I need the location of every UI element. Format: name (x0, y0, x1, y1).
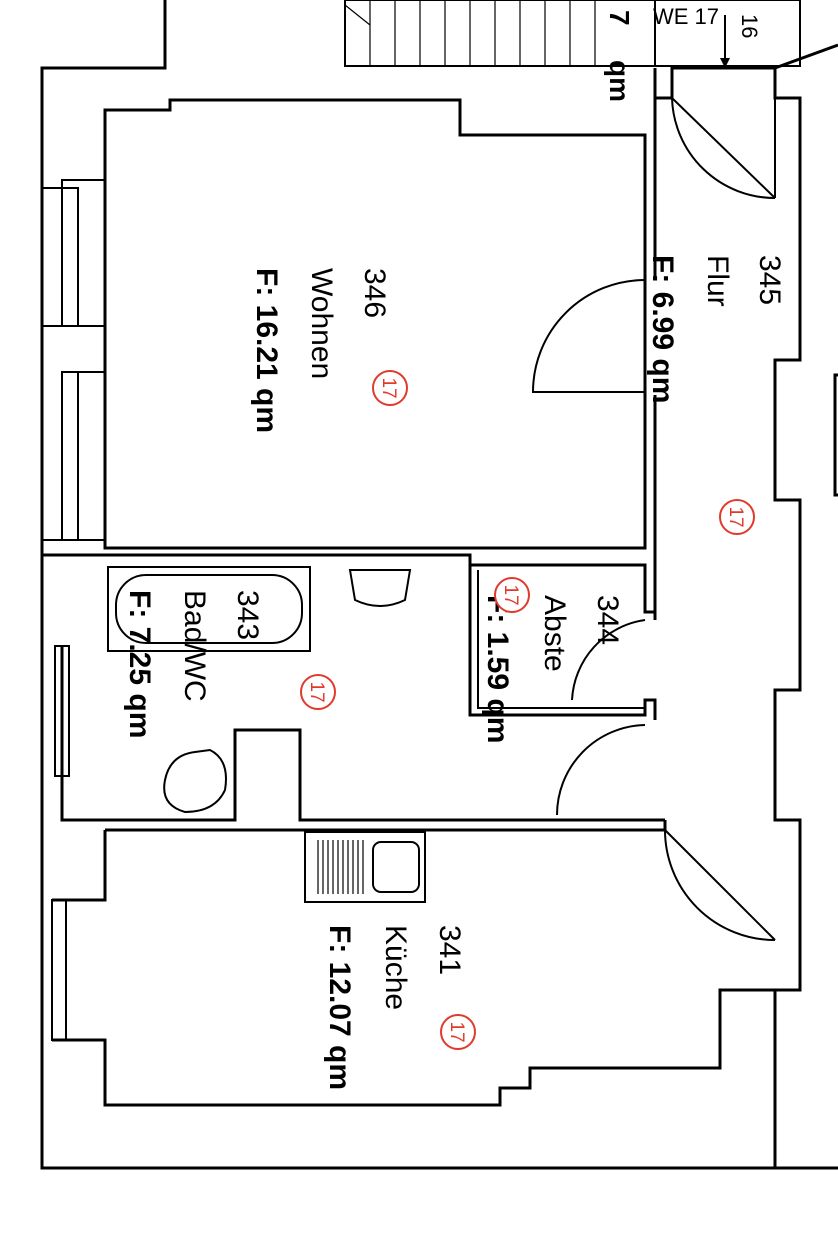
window-wohnen-2 (61, 371, 79, 541)
room-bad-label: 343 Bad/WC F: 7.25 qm 17 (123, 590, 336, 738)
wall-segment-b (42, 325, 106, 373)
badge-number: 17 (446, 1021, 467, 1042)
bad-south-wall (60, 646, 665, 822)
room-wohnen-label: 346 Wohnen F: 16.21 qm 17 (250, 268, 408, 433)
badge-circle (494, 577, 530, 613)
badge-number: 17 (500, 584, 521, 605)
kueche-west-wall (52, 830, 107, 902)
washbasin-bowl (348, 569, 412, 607)
door-wohnen-swing (531, 279, 646, 393)
unit-label: WE 17 (653, 4, 719, 29)
bad-walls (42, 553, 472, 565)
room-name: Küche (379, 925, 412, 1010)
toilet (163, 748, 227, 814)
wall-segment-a (42, 179, 105, 189)
badge-number: 17 (378, 377, 399, 398)
sink-bowl (372, 841, 420, 893)
badge-circle (300, 674, 336, 710)
room-name: Abste (538, 595, 571, 672)
room-number: 344 (591, 595, 624, 645)
room-area: F: 1.59 qm (481, 595, 514, 743)
partial-area: 7 (604, 10, 635, 26)
room-abstell-label: 344 Abste F: 1.59 qm 17 (481, 577, 624, 743)
window-wohnen-1 (61, 187, 79, 327)
stair-arrowhead (720, 58, 730, 68)
wohnen-walls (103, 98, 647, 550)
abstell-top-wall (470, 563, 655, 614)
door-entry-leaf (671, 97, 776, 199)
room-name: Flur (701, 255, 734, 307)
door-entry-swing (671, 97, 776, 199)
room-flur-label: 345 Flur F: 6.99 qm 17 (646, 255, 786, 535)
room-area: F: 6.99 qm (646, 255, 679, 403)
stair-diagonal (344, 4, 371, 26)
room-area: F: 7.25 qm (123, 590, 156, 738)
room-name: Bad/WC (178, 590, 211, 702)
staircase (344, 0, 801, 68)
west-windows (42, 179, 106, 1041)
room-number: 346 (358, 268, 391, 318)
room-kueche-label: 341 Küche F: 12.07 qm 17 (323, 925, 476, 1090)
room-number: 341 (433, 925, 466, 975)
kitchen-sink (304, 831, 426, 903)
badge-circle (440, 1014, 476, 1050)
bathtub-basin (115, 574, 303, 644)
room-area: F: 16.21 qm (250, 268, 283, 433)
east-door-block (833, 373, 838, 497)
door-kueche-swing (664, 829, 776, 941)
stair-number: 16 (737, 14, 762, 38)
bathtub (107, 566, 311, 652)
badge-circle (372, 370, 408, 406)
badge-number: 17 (725, 506, 746, 527)
landing-box (654, 0, 801, 67)
room-area: F: 12.07 qm (323, 925, 356, 1090)
bathtub-frame (107, 566, 311, 652)
sink-frame (304, 831, 426, 903)
outer-wall-west (40, 0, 838, 1170)
outer-wall-east (774, 43, 838, 70)
door-bad-swing (556, 724, 646, 816)
toilet-bowl (163, 748, 227, 814)
doors (531, 97, 776, 941)
badge-circle (719, 499, 755, 535)
top-annotations: 16 WE 17 7 qm (604, 4, 762, 102)
flur-walls (653, 66, 802, 1168)
door-kueche-leaf (664, 829, 776, 941)
kueche-south-wall (52, 988, 775, 1107)
room-name: Wohnen (305, 268, 338, 379)
abstell-inner-line (477, 570, 645, 709)
washbasin (348, 569, 412, 607)
room-number: 345 (753, 255, 786, 305)
window-kueche (51, 899, 67, 1041)
door-abstell-swing (571, 619, 646, 701)
room-number: 343 (231, 590, 264, 640)
partial-unit: qm (604, 60, 635, 102)
badge-number: 17 (306, 681, 327, 702)
